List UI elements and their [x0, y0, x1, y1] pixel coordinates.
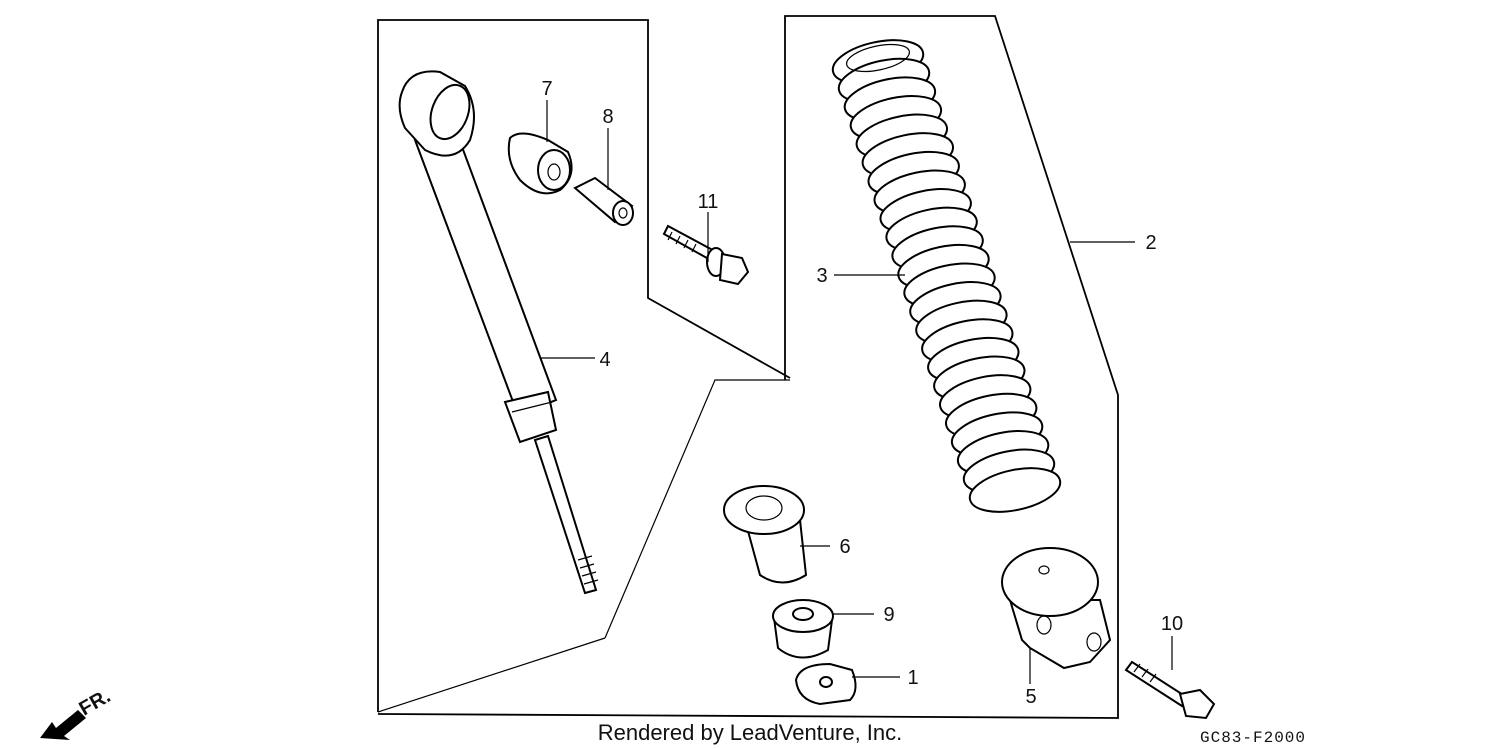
- collar: [573, 176, 634, 226]
- callout-9: 9: [883, 604, 894, 626]
- shock-group-outline: [377, 19, 791, 713]
- callout-8: 8: [602, 106, 613, 128]
- callout-labels: 7 8 11 2 3 4 6 9 1 5 10: [541, 78, 1183, 708]
- callout-1: 1: [907, 667, 918, 689]
- spring-seat: [723, 485, 808, 584]
- callout-7: 7: [541, 78, 552, 100]
- callout-3: 3: [816, 265, 827, 287]
- callout-5: 5: [1025, 686, 1036, 708]
- spring-group-outline: [377, 15, 1119, 719]
- callout-10: 10: [1161, 613, 1183, 635]
- upper-bushing: [507, 132, 573, 195]
- front-direction-indicator: FR.: [40, 685, 114, 740]
- front-arrow-icon: [40, 710, 86, 740]
- render-credit: Rendered by LeadVenture, Inc.: [598, 720, 903, 745]
- coil-spring: [831, 39, 1062, 513]
- diagram-code: GC83-F2000: [1200, 729, 1306, 747]
- callout-6: 6: [839, 536, 850, 558]
- callout-4: 4: [599, 349, 610, 371]
- leader-lines: [540, 100, 1173, 684]
- spring-coil: [968, 467, 1062, 513]
- spring-top-opening: [845, 43, 911, 73]
- nut: [794, 662, 857, 706]
- lower-bushing: [772, 599, 834, 659]
- flange-bolt: [662, 224, 750, 286]
- callout-2: 2: [1145, 232, 1156, 254]
- lower-mount: [1001, 547, 1112, 670]
- damper-body: [398, 70, 599, 595]
- mount-bolt: [1124, 660, 1216, 720]
- callout-11: 11: [698, 191, 719, 213]
